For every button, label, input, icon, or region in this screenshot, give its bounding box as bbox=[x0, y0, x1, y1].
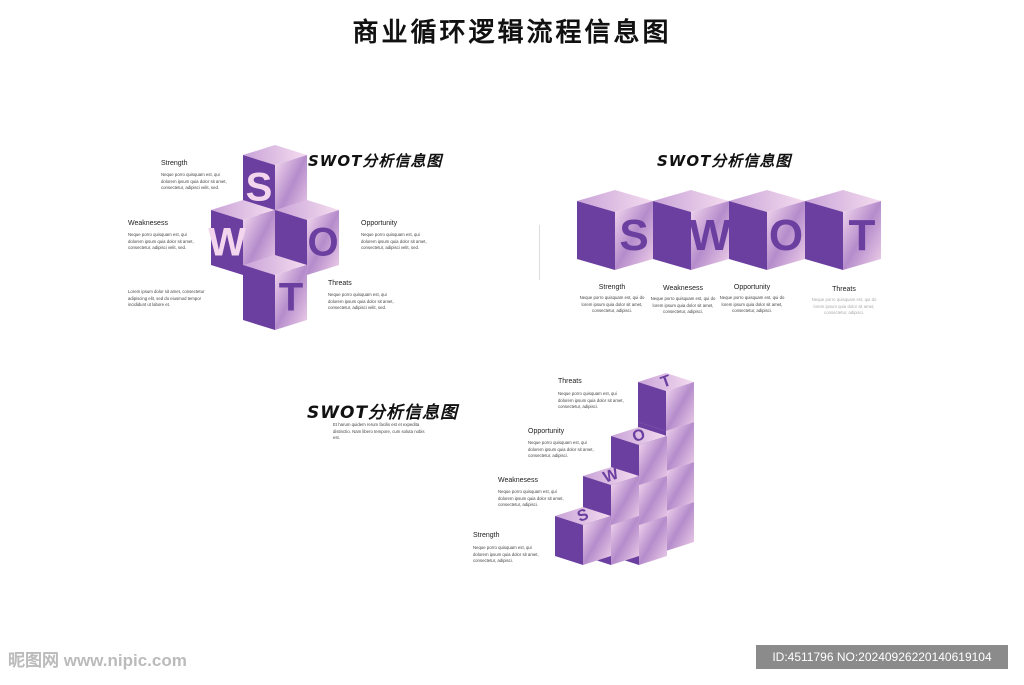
layout2-item-label: Strength bbox=[598, 284, 626, 291]
cube-right-face bbox=[666, 422, 694, 471]
cube-right-face bbox=[275, 265, 307, 330]
layout1-weaknesses-label: Weaknesess bbox=[128, 220, 168, 227]
cube-O: O bbox=[729, 190, 805, 270]
watermark-logo: 昵图网 www.nipic.com bbox=[8, 651, 187, 670]
cube-left-face bbox=[577, 201, 615, 270]
cube-letter-S: S bbox=[246, 166, 273, 210]
cube-W: W bbox=[653, 190, 731, 270]
cube-T: T bbox=[243, 255, 307, 330]
cube-letter-S: S bbox=[619, 211, 648, 260]
layout1-opportunity-text: Neque porro quisquam est, qui dolorem ip… bbox=[361, 232, 427, 251]
layout1-threats-text: Neque porro quisquam est, qui dolorem ip… bbox=[328, 292, 394, 311]
cube-right-face bbox=[767, 201, 805, 270]
layout3-threats-label: Threats bbox=[558, 378, 582, 385]
cube-right-face bbox=[615, 201, 653, 270]
layout2-item-label: Opportunity bbox=[733, 284, 771, 291]
cube-left-face bbox=[729, 201, 767, 270]
cube-right-face bbox=[666, 382, 694, 431]
cube-left-face bbox=[638, 382, 666, 431]
layout3-weaknesses-label: Weaknesess bbox=[498, 477, 538, 484]
layout1-threats-label: Threats bbox=[328, 280, 352, 287]
cube-right-face bbox=[666, 462, 694, 511]
cube-right-face bbox=[611, 516, 639, 565]
layout1-weaknesses-text: Neque porro quisquam est, qui dolorem ip… bbox=[128, 232, 194, 251]
layout2-item-label: Threats bbox=[832, 286, 856, 293]
cube-S: S bbox=[555, 506, 611, 565]
cube-right-face bbox=[639, 516, 667, 565]
cube-letter-T: T bbox=[849, 211, 876, 260]
cube-left-face bbox=[555, 516, 583, 565]
cube-W: W bbox=[208, 200, 275, 275]
cube-letter-W: W bbox=[689, 211, 731, 260]
layout3-strength-label: Strength bbox=[473, 532, 500, 539]
cube-T: T bbox=[805, 190, 881, 270]
layout3-heading: SWOT分析信息图 bbox=[307, 403, 459, 423]
cube-T: T bbox=[638, 372, 694, 431]
cube-right-face bbox=[639, 476, 667, 525]
layout2-item-text: Neque porro quisquam est, qui do lorem i… bbox=[650, 296, 716, 315]
cube-right-face bbox=[666, 502, 694, 551]
cube-right-face bbox=[611, 476, 639, 525]
cube-letter-W: W bbox=[601, 465, 622, 486]
page-title: 商业循环逻辑流程信息图 bbox=[352, 18, 672, 48]
layout2-heading: SWOT分析信息图 bbox=[657, 152, 792, 170]
layout3-strength-text: Neque porro quisquam est, qui dolorem ip… bbox=[473, 545, 539, 564]
cube-S: S bbox=[577, 190, 653, 270]
cube-letter-W: W bbox=[208, 221, 246, 265]
cube-right-face bbox=[691, 201, 729, 270]
cube-right-face bbox=[583, 516, 611, 565]
layout2-item-label: Weaknesess bbox=[663, 285, 703, 292]
layout1-heading: SWOT分析信息图 bbox=[308, 152, 443, 170]
cube-letter-O: O bbox=[769, 211, 803, 260]
layout2-item-text: Neque porro quisquam est, qui do lorem i… bbox=[579, 295, 645, 314]
layout1-opportunity-label: Opportunity bbox=[361, 220, 398, 227]
cube-left-face bbox=[211, 210, 243, 275]
cube-letter-O: O bbox=[307, 221, 338, 265]
cube-right-face bbox=[843, 201, 881, 270]
cube-S: S bbox=[243, 145, 307, 220]
watermark-id: ID:4511796 NO:20240926220140619104 bbox=[756, 645, 1008, 669]
cube-letter-T: T bbox=[279, 276, 303, 320]
layout3-weaknesses-text: Neque porro quisquam est, qui dolorem ip… bbox=[498, 489, 564, 508]
cube-right-face bbox=[639, 436, 667, 485]
divider bbox=[539, 225, 540, 280]
layout3-threats-text: Neque porro quisquam est, qui dolorem ip… bbox=[558, 391, 624, 410]
layout2-item-text: Neque porro quisquam est, qui do lorem i… bbox=[719, 295, 785, 314]
layout2-item-text: Neque porro quisquam est, qui do lorem i… bbox=[811, 297, 877, 316]
layout3-subtitle: Et harum quidem rerum facilis est et exp… bbox=[333, 422, 425, 441]
layout3-opportunity-label: Opportunity bbox=[528, 428, 565, 435]
layout1-strength-label: Strength bbox=[161, 160, 188, 167]
layout1-note: Lorem ipsum dolor sit amet, consectetur … bbox=[128, 289, 205, 308]
cube-right-face bbox=[307, 210, 339, 275]
cube-left-face bbox=[653, 201, 691, 270]
cube-left-face bbox=[243, 265, 275, 330]
cube-left-face bbox=[805, 201, 843, 270]
layout3-opportunity-text: Neque porro quisquam est, qui dolorem ip… bbox=[528, 440, 594, 459]
cube-letter-O: O bbox=[630, 426, 648, 446]
layout1-strength-text: Neque porro quisquam est, qui dolorem ip… bbox=[161, 172, 227, 191]
